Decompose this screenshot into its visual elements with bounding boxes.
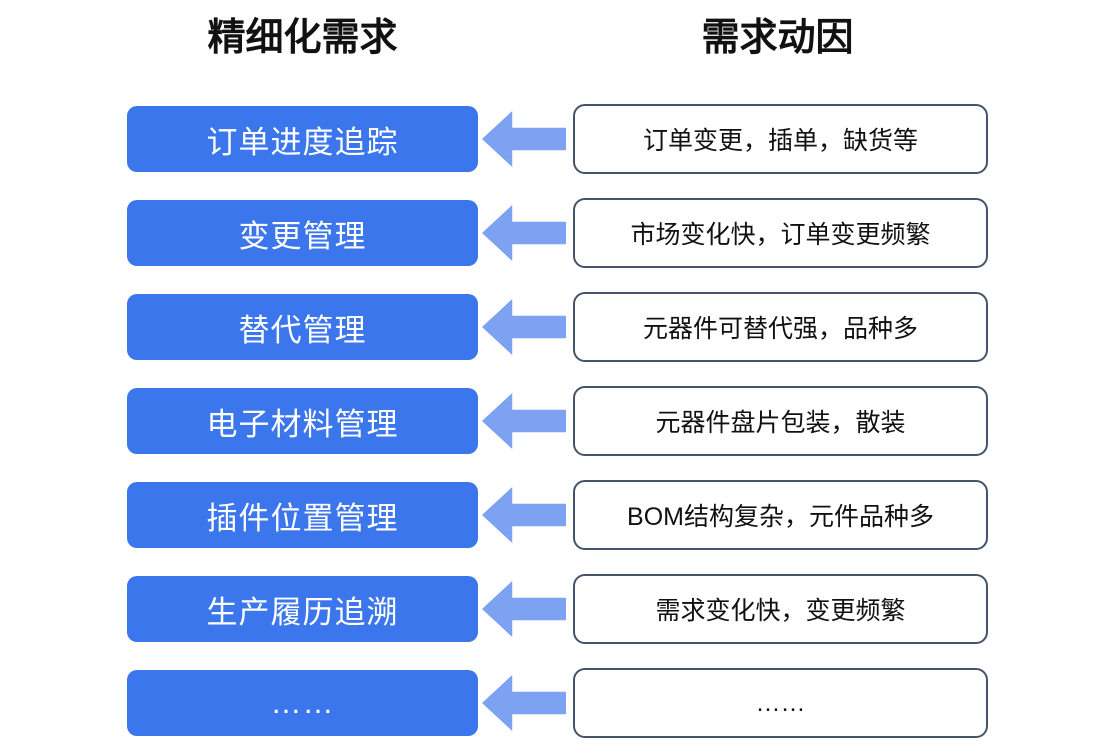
left-block-arrow-icon xyxy=(482,205,566,261)
column-header-demand-drivers: 需求动因 xyxy=(701,17,854,59)
left-block-arrow-icon xyxy=(482,393,566,449)
diagram-row: 订单进度追踪 订单变更，插单，缺货等 xyxy=(127,104,988,174)
driver-box: 元器件可替代强，品种多 xyxy=(573,292,988,362)
requirement-box: 替代管理 xyxy=(127,294,478,360)
diagram-row: 电子材料管理 元器件盘片包装，散装 xyxy=(127,386,988,456)
diagram-row: 生产履历追溯 需求变化快，变更频繁 xyxy=(127,574,988,644)
left-block-arrow-icon xyxy=(482,581,566,637)
left-block-arrow-icon xyxy=(482,299,566,355)
left-block-arrow-icon xyxy=(482,111,566,167)
driver-box: 市场变化快，订单变更频繁 xyxy=(573,198,988,268)
driver-box: 元器件盘片包装，散装 xyxy=(573,386,988,456)
driver-box: 订单变更，插单，缺货等 xyxy=(573,104,988,174)
requirement-box: 订单进度追踪 xyxy=(127,106,478,172)
driver-box: 需求变化快，变更频繁 xyxy=(573,574,988,644)
driver-box: …… xyxy=(573,668,988,738)
diagram-row: …… …… xyxy=(127,668,988,738)
diagram-row: 插件位置管理 BOM结构复杂，元件品种多 xyxy=(127,480,988,550)
column-header-refined-requirements: 精细化需求 xyxy=(207,17,398,59)
diagram-row: 替代管理 元器件可替代强，品种多 xyxy=(127,292,988,362)
left-block-arrow-icon xyxy=(482,675,566,731)
diagram-row: 变更管理 市场变化快，订单变更频繁 xyxy=(127,198,988,268)
left-block-arrow-icon xyxy=(482,487,566,543)
driver-box: BOM结构复杂，元件品种多 xyxy=(573,480,988,550)
requirement-box: 插件位置管理 xyxy=(127,482,478,548)
requirement-box: …… xyxy=(127,670,478,736)
requirement-box: 变更管理 xyxy=(127,200,478,266)
requirement-box: 生产履历追溯 xyxy=(127,576,478,642)
requirement-box: 电子材料管理 xyxy=(127,388,478,454)
diagram-rows: 订单进度追踪 订单变更，插单，缺货等 变更管理 市场变化快，订单变更频繁 替代管… xyxy=(127,104,988,738)
